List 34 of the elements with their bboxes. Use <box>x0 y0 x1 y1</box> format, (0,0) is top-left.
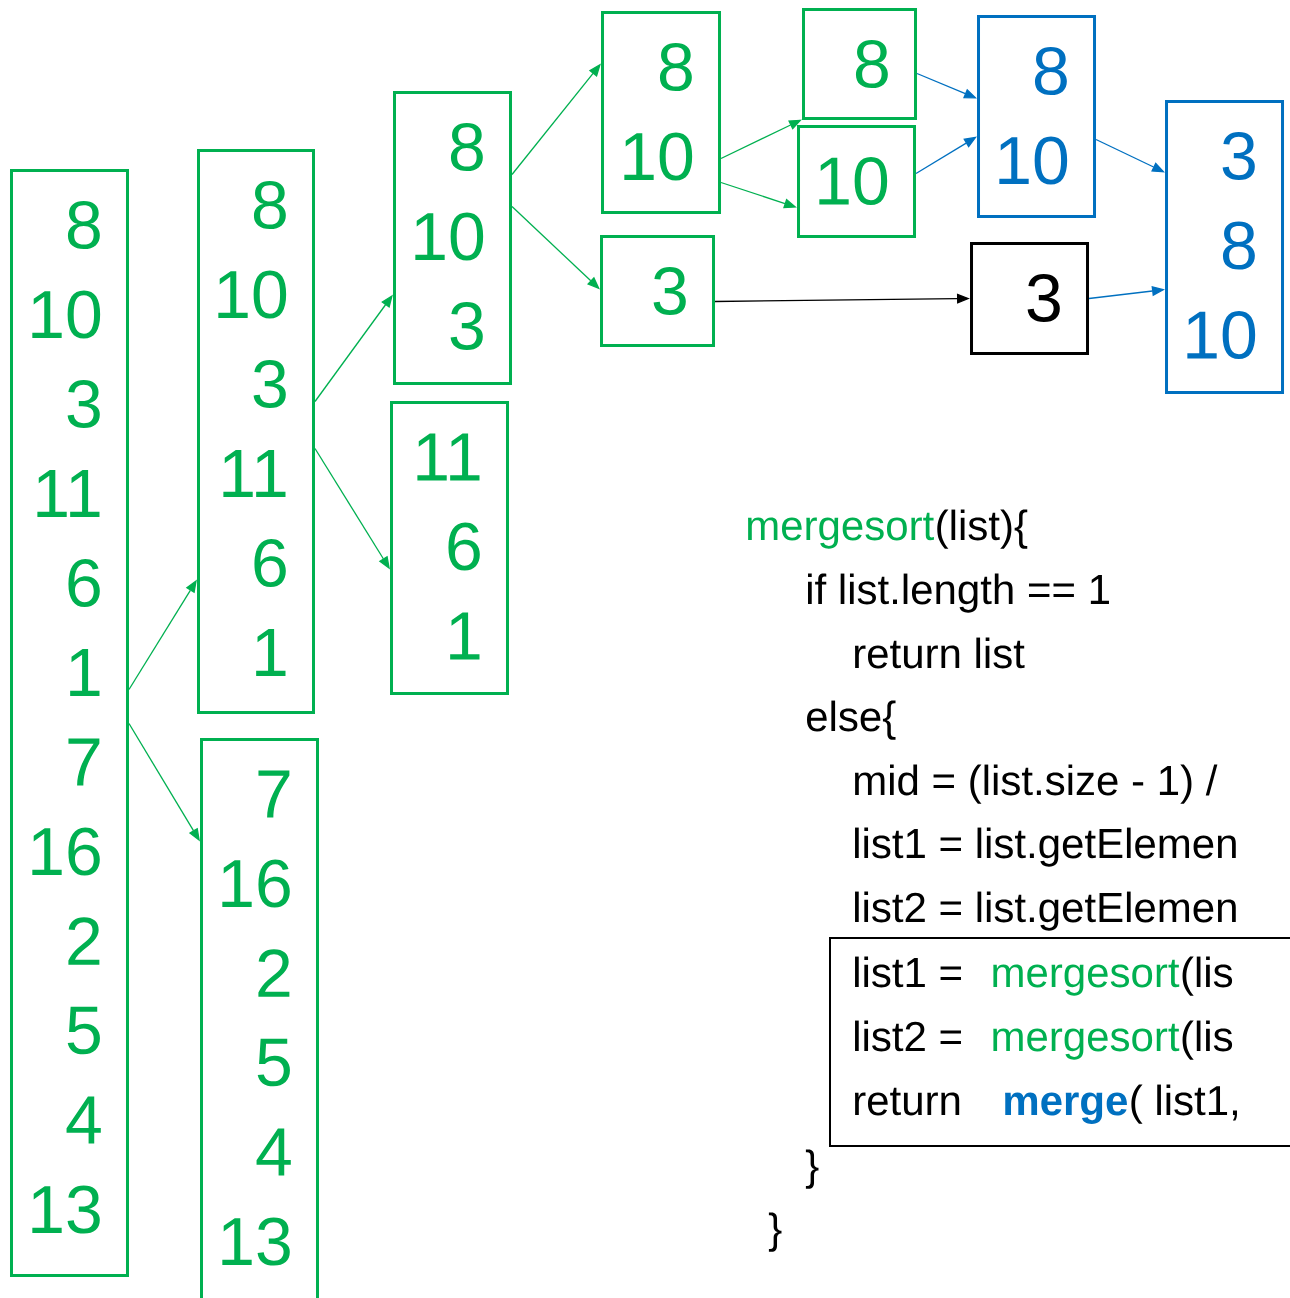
arrow <box>915 136 977 175</box>
list-box: 11 6 1 <box>390 401 509 695</box>
list-box: 3 8 10 <box>1165 100 1284 394</box>
list-box: 10 <box>797 125 916 238</box>
code-text: merge <box>1005 1092 1127 1124</box>
list-box: 8 10 3 <box>393 91 512 385</box>
code-text: list1 = <box>855 956 961 988</box>
code-text: else{ <box>807 700 896 740</box>
arrow <box>1095 138 1165 173</box>
code-text: list2 = list.getElemen <box>855 891 1236 931</box>
code-text: return <box>855 1087 960 1116</box>
code-text: list2 = <box>855 1020 961 1052</box>
list-box: 8 <box>802 8 917 120</box>
code-text: (lis <box>1182 1020 1233 1060</box>
code-text: mergesort <box>993 959 1180 996</box>
code-text: mid = (list.size - 1) / <box>855 764 1218 804</box>
code-text: ( list1, <box>1131 1084 1237 1124</box>
code-text: } <box>768 1212 782 1252</box>
list-box: 8 10 3 11 6 1 7 16 2 5 4 13 <box>10 169 129 1277</box>
code-text: mergesort <box>993 1023 1180 1060</box>
list-box: 8 10 <box>601 11 721 214</box>
code-text: if list.length == 1 <box>808 573 1109 613</box>
code-text: list1 = list.getElemen <box>855 827 1236 867</box>
list-box: 3 <box>970 242 1089 355</box>
code-text: mergesort <box>748 512 934 549</box>
arrow <box>720 119 802 160</box>
code-text: (list){ <box>937 509 1028 549</box>
code-text: } <box>805 1149 819 1189</box>
list-box: 8 10 3 11 6 1 <box>197 149 315 714</box>
list-box: 3 <box>600 235 715 347</box>
code-text: (lis <box>1182 956 1233 996</box>
list-box: 8 10 <box>977 15 1096 218</box>
code-text: return list <box>855 637 1025 669</box>
list-box: 7 16 2 5 4 13 <box>200 738 319 1298</box>
